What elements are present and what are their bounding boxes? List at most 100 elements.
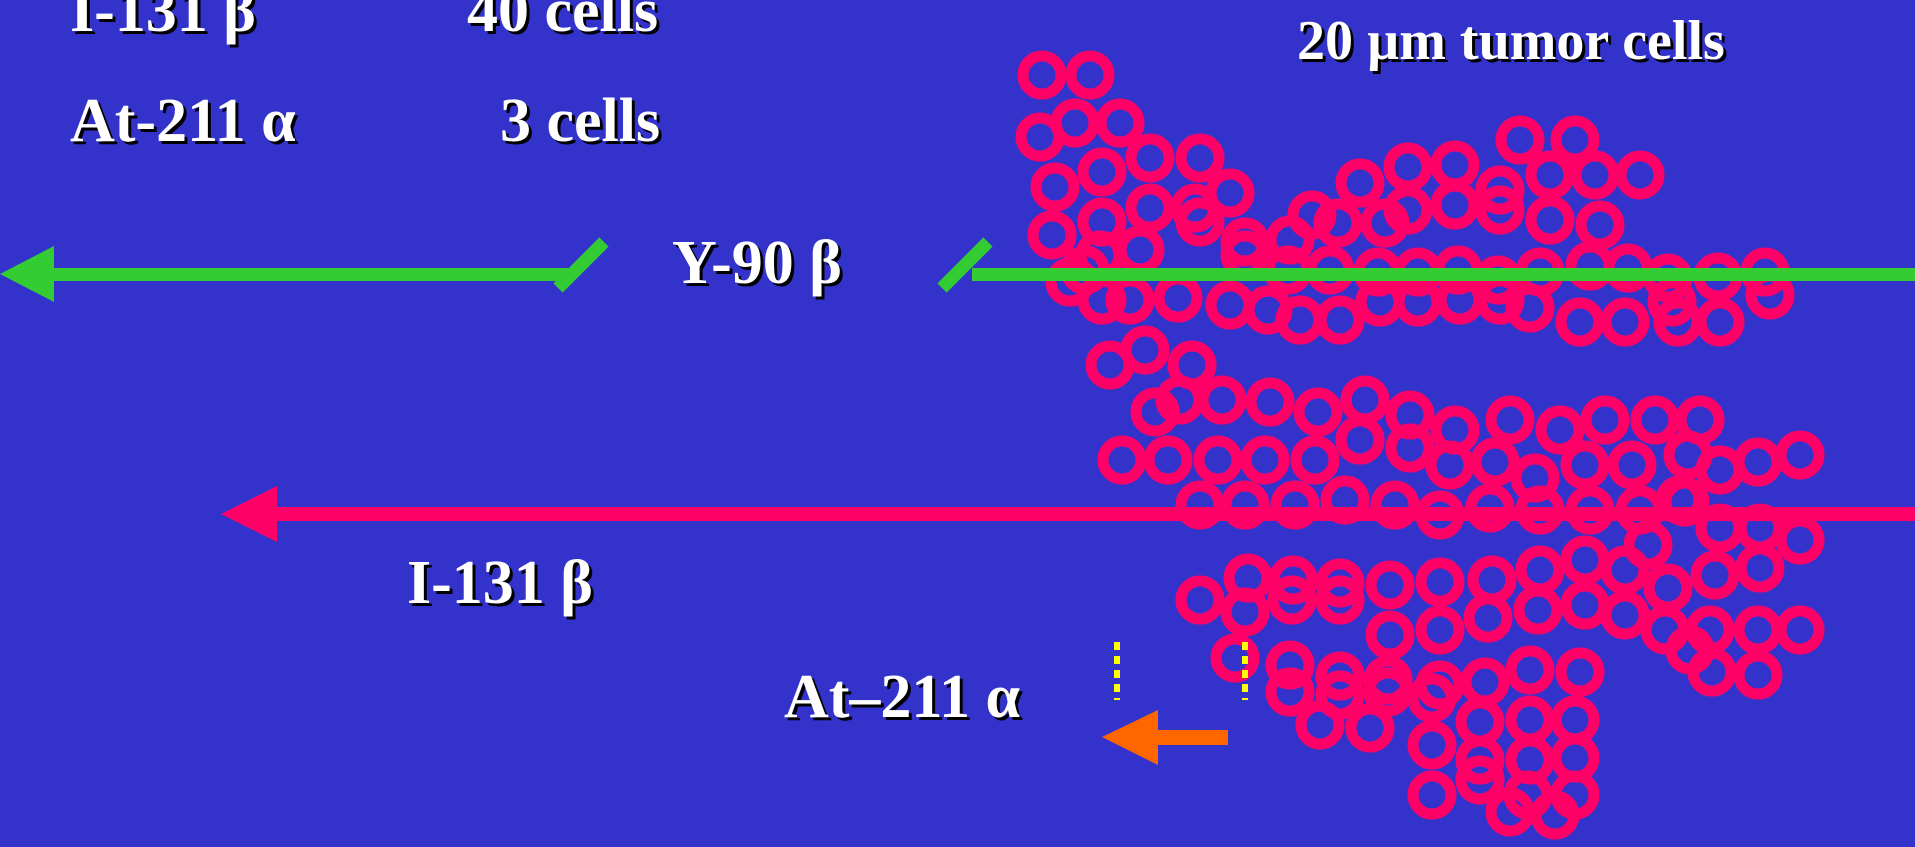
tumor-cell: [1085, 340, 1135, 390]
tumor-cell: [1775, 515, 1825, 565]
tumor-cell: [1665, 625, 1715, 675]
tumor-cell: [1733, 605, 1783, 655]
y90-label: Y-90 β: [672, 229, 842, 297]
tumor-cell: [1463, 593, 1513, 643]
i131-arrow-shaft: [272, 507, 1915, 521]
legend-at211-range: 3 cells: [500, 87, 661, 155]
at211-label: At–211 α: [784, 663, 1021, 731]
tumor-cell: [1690, 550, 1740, 600]
tumor-cell: [1407, 720, 1457, 770]
tumor-cell: [1345, 703, 1395, 753]
y90-arrow: [0, 237, 1915, 302]
tumor-cell: [1270, 480, 1320, 530]
tumor-cell: [1175, 133, 1225, 183]
tumor-cell: [1220, 217, 1270, 267]
tumor-cell: [1775, 430, 1825, 480]
tumor-cell: [1580, 395, 1630, 445]
tumor-cell: [1550, 695, 1600, 745]
tumor-cell: [1095, 98, 1145, 148]
tumor-cell: [1600, 590, 1650, 640]
tumor-cell: [1623, 520, 1673, 570]
at211-arrowhead: [1102, 710, 1158, 765]
tumor-cell: [1653, 297, 1703, 347]
tumor-cell: [1077, 147, 1127, 197]
tumor-cell: [1430, 140, 1480, 190]
tumor-cell: [1775, 605, 1825, 655]
tumor-cell: [1415, 605, 1465, 655]
tumor-cell: [1065, 50, 1115, 100]
tumor-cell: [1515, 545, 1565, 595]
tumor-cell: [1475, 185, 1525, 235]
tumor-cell: [1695, 297, 1745, 347]
i131-label: I-131 β: [407, 549, 593, 617]
tumor-cell: [1485, 787, 1535, 837]
at211-arrow: [1102, 710, 1228, 765]
tumor-cell-cluster: [1015, 50, 1825, 840]
tumor-cell: [1643, 563, 1693, 613]
tumor-cell: [1267, 575, 1317, 625]
tumor-cell: [1363, 667, 1413, 717]
tumor-cell: [1513, 585, 1563, 635]
tumor-cell: [1455, 735, 1505, 785]
tumor-cell: [1340, 375, 1390, 425]
y90-arrow-right-segment: [972, 268, 1915, 281]
legend-i131-isotope: I-131 β: [70, 0, 256, 45]
tumor-cell: [1535, 405, 1585, 455]
tumor-cell: [1265, 667, 1315, 717]
tumor-cell: [1315, 575, 1365, 625]
tumor-cell: [1335, 415, 1385, 465]
tumor-cell: [1153, 273, 1203, 323]
i131-arrowhead: [221, 486, 277, 542]
tumor-cell: [1555, 297, 1605, 347]
tumor-cell: [1193, 435, 1243, 485]
tumor-cell: [1210, 633, 1260, 683]
tumor-cell: [1143, 435, 1193, 485]
tumor-cell: [1530, 790, 1580, 840]
tumor-cell: [1467, 555, 1517, 605]
tumor-cell: [1205, 280, 1255, 330]
tumor-cell: [1125, 133, 1175, 183]
tumor-cell: [1560, 440, 1610, 490]
at211-arrow-shaft: [1150, 730, 1228, 745]
tumor-cell: [1560, 535, 1610, 585]
tumor-cell: [1335, 158, 1385, 208]
tumor-cell: [1630, 395, 1680, 445]
tumor-cell: [1027, 210, 1077, 260]
tumor-cell: [1505, 695, 1555, 745]
tumor-cell: [1315, 651, 1365, 701]
tumor-cell: [1290, 435, 1340, 485]
tumor-cell: [1460, 657, 1510, 707]
tumor-cell: [1607, 440, 1657, 490]
tumor-cell: [1495, 115, 1545, 165]
legend-at211-isotope: At-211 α: [70, 87, 296, 155]
tumor-cell: [1315, 558, 1365, 608]
tumor-cell: [1550, 115, 1600, 165]
tumor-cell: [1175, 480, 1225, 530]
tumor-cell: [1383, 185, 1433, 235]
tumor-cell: [1097, 435, 1147, 485]
tumor-cell: [1555, 647, 1605, 697]
tumor-cell: [1293, 387, 1343, 437]
y90-arrowhead: [0, 246, 54, 302]
tumor-cell-size-caption: 20 µm tumor cells: [1297, 10, 1725, 72]
tumor-cell: [1315, 295, 1365, 345]
tumor-cell: [1470, 437, 1520, 487]
tumor-cell: [1735, 543, 1785, 593]
tumor-cell: [1455, 755, 1505, 805]
tumor-cell: [1475, 165, 1525, 215]
tumor-cell: [1415, 557, 1465, 607]
tumor-cell: [1383, 142, 1433, 192]
tumor-cell: [1485, 395, 1535, 445]
tumor-cell: [1125, 183, 1175, 233]
tumor-cell: [1245, 377, 1295, 427]
tumor-cell: [1575, 200, 1625, 250]
tumor-cell: [1220, 480, 1270, 530]
tumor-cell: [1560, 580, 1610, 630]
tumor-cell: [1313, 198, 1363, 248]
tumor-cell: [1505, 645, 1555, 695]
tumor-cell: [1365, 560, 1415, 610]
tumor-cell: [1115, 225, 1165, 275]
tumor-cell: [1733, 650, 1783, 700]
tumor-cell: [1030, 162, 1080, 212]
